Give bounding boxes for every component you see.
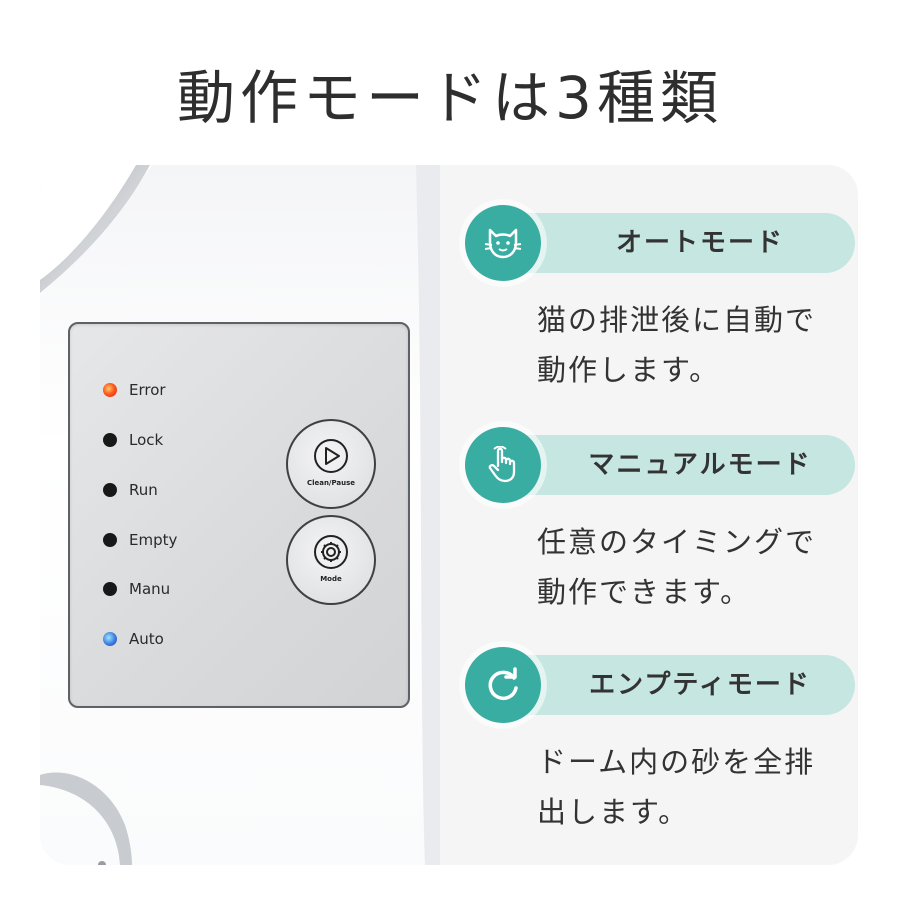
description-line: 猫の排泄後に自動で — [537, 303, 817, 337]
feature-card: Error Lock Run Empty Manu Auto — [40, 165, 858, 865]
mode-description: ドーム内の砂を全排 出します。 — [537, 737, 857, 837]
refresh-icon — [488, 667, 518, 701]
mode-name: オートモード — [615, 228, 784, 258]
indicator-label: Auto — [129, 630, 164, 648]
indicator-error: Error — [103, 380, 166, 400]
indicator-run: Run — [103, 480, 158, 500]
indicator-manu: Manu — [103, 579, 170, 599]
product-photo: Error Lock Run Empty Manu Auto — [40, 165, 440, 865]
mode-name: マニュアルモード — [588, 450, 812, 480]
mode-label: Mode — [320, 575, 342, 583]
mode-icon-badge — [465, 647, 541, 723]
indicator-auto: Auto — [103, 629, 164, 649]
hand-pointer-icon — [488, 446, 516, 483]
play-icon — [314, 439, 348, 473]
clean-pause-label: Clean/Pause — [306, 479, 356, 487]
error-led-icon — [103, 383, 117, 397]
indicator-lock: Lock — [103, 430, 163, 450]
indicator-empty: Empty — [103, 530, 177, 550]
device-body-shape — [40, 165, 440, 865]
manu-led-icon — [103, 582, 117, 596]
mode-list: オートモード 猫の排泄後に自動で 動作します。 マニュアルモード 任意のタイミン… — [465, 165, 858, 865]
lock-led-icon — [103, 433, 117, 447]
indicator-label: Lock — [129, 431, 164, 449]
indicator-label: Empty — [129, 531, 178, 549]
description-line: 動作できます。 — [537, 575, 752, 609]
description-line: 出します。 — [537, 795, 690, 829]
control-panel: Error Lock Run Empty Manu Auto — [68, 322, 410, 708]
indicator-label: Manu — [129, 580, 171, 598]
mode-pill-auto: オートモード — [465, 205, 855, 281]
mode-icon-badge — [465, 427, 541, 503]
empty-led-icon — [103, 533, 117, 547]
mode-button[interactable]: Mode — [286, 515, 376, 605]
mode-description: 任意のタイミングで 動作できます。 — [537, 517, 857, 617]
cat-face-icon — [484, 228, 522, 259]
auto-led-icon — [103, 632, 117, 646]
mode-name: エンプティモード — [589, 670, 811, 700]
page-title: 動作モードは3種類 — [177, 64, 723, 132]
run-led-icon — [103, 483, 117, 497]
description-line: 任意のタイミングで — [537, 525, 817, 559]
mode-description: 猫の排泄後に自動で 動作します。 — [537, 295, 857, 395]
gear-icon — [314, 535, 348, 569]
indicator-label: Error — [129, 381, 166, 399]
clean-pause-button[interactable]: Clean/Pause — [286, 419, 376, 509]
indicator-label: Run — [129, 481, 158, 499]
description-line: 動作します。 — [537, 353, 721, 387]
description-line: ドーム内の砂を全排 — [537, 745, 816, 779]
mode-icon-badge — [465, 205, 541, 281]
mode-pill-manual: マニュアルモード — [465, 427, 855, 503]
mode-pill-empty: エンプティモード — [465, 647, 855, 723]
